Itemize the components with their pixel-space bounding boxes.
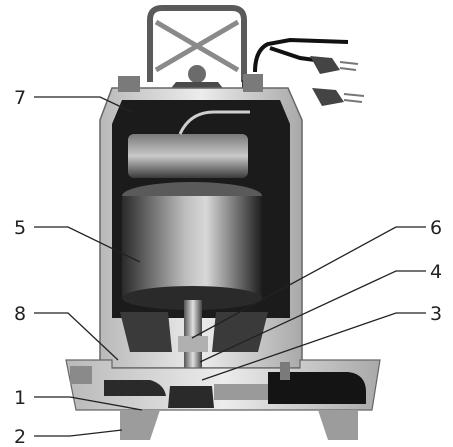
leader-8 (34, 312, 119, 361)
plug-upper (310, 56, 359, 74)
base-foot-right (318, 410, 358, 440)
leader-4 (199, 270, 426, 363)
fill-plug (118, 76, 140, 92)
base-foot-left (120, 410, 160, 440)
motor (122, 182, 262, 310)
discharge-port (268, 372, 366, 404)
leader-5 (34, 226, 141, 263)
mounting-bolt (70, 366, 92, 384)
leader-7 (34, 96, 133, 113)
callout-2: 2 (14, 426, 26, 447)
cord-fitting (243, 74, 263, 92)
impeller-left (104, 380, 166, 396)
leader-2 (34, 429, 123, 437)
leader-lines (34, 96, 426, 437)
callout-7: 7 (14, 87, 26, 109)
shaft-seal (178, 336, 208, 352)
volute-base (65, 359, 381, 440)
leader-1 (34, 396, 143, 411)
capacitor (128, 134, 248, 178)
impeller-hub (168, 386, 214, 408)
handle (147, 5, 247, 92)
callout-6: 6 (430, 217, 442, 239)
callout-8: 8 (14, 303, 26, 325)
callout-5: 5 (14, 217, 26, 239)
leader-3 (201, 312, 426, 381)
callout-4: 4 (430, 261, 442, 283)
callout-labels: 7 5 8 1 2 6 4 3 (14, 87, 442, 447)
leader-6 (191, 226, 426, 339)
callout-3: 3 (430, 303, 442, 325)
plug-lower (312, 88, 365, 106)
callout-1: 1 (14, 387, 26, 409)
